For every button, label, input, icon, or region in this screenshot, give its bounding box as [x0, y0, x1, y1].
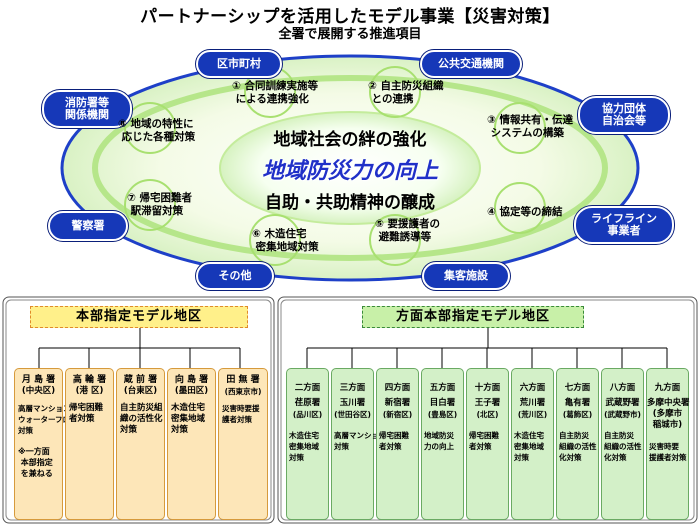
station-div: 五方面: [429, 383, 456, 393]
partner-fire-station: 消防署等 関係機関: [42, 90, 132, 128]
station-desc: 自主防災 組織の活性 化対策: [604, 431, 642, 462]
station-name: 玉川署: [339, 398, 366, 408]
honbu-title: 本部指定モデル地区: [30, 306, 248, 328]
bubble-5: [369, 214, 421, 266]
bubble-4: [494, 182, 546, 234]
station-desc: 自主防災 組織の活性 化対策: [559, 431, 597, 462]
honbu-tree-lines: [38, 328, 241, 368]
station-name: 荒川署: [519, 398, 546, 408]
station-name: 亀有署: [564, 398, 591, 408]
station-div: 九方面: [654, 383, 681, 393]
station-name: 田 無 署: [226, 375, 260, 385]
bubble-6: [249, 214, 301, 266]
station-area: (武蔵野市): [604, 410, 641, 419]
item-3: ③ 情報共有・伝達 システムの構築: [487, 114, 574, 139]
bubble-8: [124, 102, 176, 154]
station-area: (世田谷区): [334, 410, 371, 419]
honbu-card-takanawa: 高 輪 署 (港 区) 帰宅困難 者対策: [65, 368, 114, 520]
station-div: 八方面: [609, 383, 636, 393]
station-area: (品川区): [292, 410, 323, 419]
bubble-3: [494, 102, 546, 154]
bubble-2: [369, 66, 421, 118]
center-line-1: 地域社会の絆の強化: [273, 130, 427, 150]
station-desc: 木造住宅 密集地域 対策: [514, 431, 544, 462]
inner-ring: [92, 75, 608, 261]
station-name: 蔵 前 署: [123, 375, 158, 385]
station-note: ※一方面 本部指定 を兼ねる: [18, 447, 53, 478]
homen-card: 六方面荒川署 (荒川区) 木造住宅 密集地域 対策: [511, 368, 554, 520]
honbu-card-tsukishima: 月 島 署 (中央区) 高層マンション ウォーターフロント 対策 ※一方面 本部…: [14, 368, 86, 520]
page-title: パートナーシップを活用したモデル事業【災害対策】: [140, 7, 560, 27]
homen-card: 十方面王子署 (北区) 帰宅困難 者対策: [466, 368, 509, 520]
station-area: (台東区): [123, 386, 158, 396]
item-4: ④ 協定等の締結: [487, 206, 563, 218]
station-div: 二方面: [294, 383, 321, 393]
honbu-card-mukojima: 向 島 署 (墨田区) 木造住宅 密集地域 対策: [167, 368, 216, 520]
partner-police: 警察署: [48, 211, 128, 241]
station-desc: 高層マンション ウォーターフロント 対策: [18, 404, 86, 435]
station-div: 七方面: [564, 383, 591, 393]
station-name: 新宿署: [384, 398, 411, 408]
station-name: 多摩中央署 (多摩市 稲城市): [647, 398, 690, 430]
station-area: (墨田区): [174, 386, 209, 396]
station-name: 向 島 署: [174, 375, 209, 385]
center-line-2: 自助・共助精神の醸成: [265, 193, 435, 213]
station-div: 六方面: [519, 383, 546, 393]
station-area: (北区): [476, 410, 499, 419]
partner-public-transport: 公共交通機関: [420, 50, 522, 78]
homen-title: 方面本部指定モデル地区: [362, 306, 584, 328]
honbu-card-kuramae: 蔵 前 署 (台東区) 自主防災組 織の活性化 対策: [116, 368, 165, 520]
homen-tree-lines: [306, 328, 668, 368]
station-name: 月 島 署: [21, 375, 56, 385]
homen-card: 七方面亀有署 (葛飾区) 自主防災 組織の活性 化対策: [556, 368, 599, 520]
item-8: ⑧ 地域の特性に 応じた各種対策: [118, 118, 196, 143]
station-desc: 高層マンション 対策: [334, 431, 387, 451]
item-7: ⑦ 帰宅困難者 駅滞留対策: [127, 192, 193, 217]
honbu-card-tanashi: 田 無 署 (西東京市) 災害時要援 護者対策: [218, 368, 268, 520]
item-6: ⑥ 木造住宅 密集地域対策: [252, 228, 319, 253]
station-desc: 災害時要援 護者対策: [222, 404, 260, 424]
station-area: (新宿区): [382, 410, 413, 419]
station-name: 荏原署: [294, 398, 321, 408]
homen-card: 八方面武蔵野署 (武蔵野市) 自主防災 組織の活性 化対策: [601, 368, 644, 520]
station-area: (西東京市): [224, 387, 262, 396]
station-area: (豊島区): [427, 410, 458, 419]
station-name: 武蔵野署: [605, 398, 640, 408]
homen-card: 三方面玉川署 (世田谷区) 高層マンション 対策: [331, 368, 387, 520]
partner-cooperative-groups: 協力団体 自治会等: [578, 96, 670, 134]
station-desc: 自主防災組 織の活性化 対策: [120, 403, 163, 435]
partner-attraction-facilities: 集客施設: [422, 262, 510, 290]
station-area: (中央区): [21, 386, 56, 396]
station-desc: 災害時要 援護者対策: [649, 442, 687, 462]
homen-card: 四方面新宿署 (新宿区) 帰宅困難 者対策: [376, 368, 419, 520]
homen-card: 二方面荏原署 (品川区) 木造住宅 密集地域 対策: [286, 368, 329, 520]
station-desc: 帰宅困難 者対策: [469, 431, 499, 451]
station-area: (荒川区): [517, 410, 548, 419]
station-div: 四方面: [384, 383, 411, 393]
center-headline: 地域防災力の向上: [261, 159, 438, 184]
station-desc: 木造住宅 密集地域 対策: [289, 431, 319, 462]
partner-municipality: 区市町村: [196, 50, 282, 78]
station-div: 三方面: [339, 383, 366, 393]
station-area: (港 区): [75, 386, 104, 396]
station-desc: 木造住宅 密集地域 対策: [171, 403, 206, 435]
bubble-7: [124, 179, 176, 231]
station-desc: 帰宅困難 者対策: [69, 403, 104, 424]
station-desc: 帰宅困難 者対策: [379, 431, 409, 451]
homen-card: 九方面多摩中央署 (多摩市 稲城市) 災害時要 援護者対策: [646, 368, 690, 520]
station-div: 十方面: [474, 383, 501, 393]
station-name: 目白署: [429, 398, 456, 408]
station-name: 高 輪 署: [72, 375, 107, 385]
station-name: 王子署: [474, 398, 501, 408]
item-1: ① 合同訓練実施等 による連携強化: [232, 80, 319, 105]
partner-lifeline: ライフライン 事業者: [574, 206, 674, 244]
center-glow: [219, 111, 481, 225]
station-area: (葛飾区): [562, 410, 593, 419]
item-5: ⑤ 要援護者の 避難誘導等: [375, 218, 441, 243]
partner-other: その他: [196, 262, 274, 290]
page-subtitle: 全署で展開する推進項目: [278, 27, 422, 42]
station-desc: 地域防災 力の向上: [424, 431, 454, 451]
item-2: ② 自主防災組織 との連携: [368, 80, 444, 105]
homen-card: 五方面目白署 (豊島区) 地域防災 力の向上: [421, 368, 464, 520]
